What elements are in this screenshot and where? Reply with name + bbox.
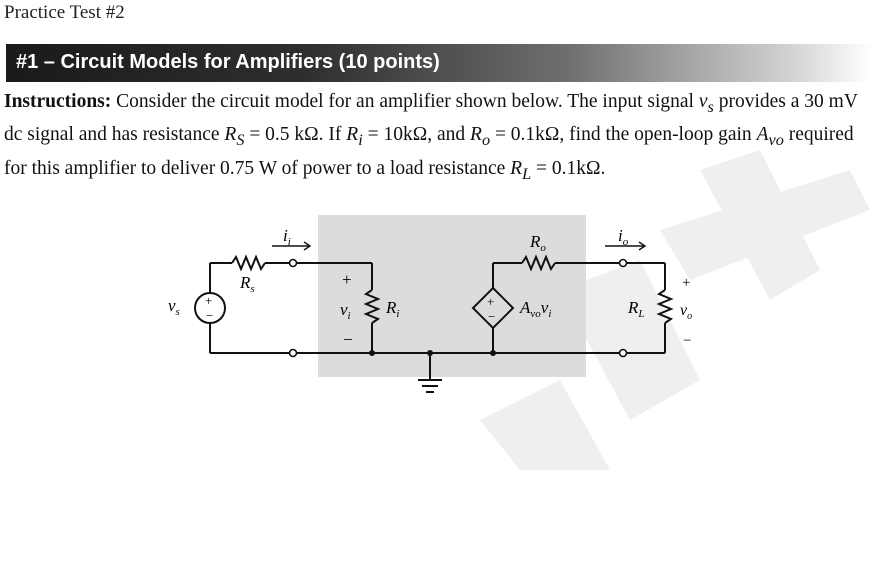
terminal-out-bottom (618, 348, 628, 358)
instructions-text: Consider the circuit model for an amplif… (111, 91, 699, 112)
amplifier-box (318, 215, 586, 377)
instructions-text: = 10kΩ, and (362, 124, 471, 146)
label-vi: vi (340, 300, 351, 322)
node-dot (490, 350, 496, 356)
instructions-lead: Instructions: (4, 91, 112, 112)
terminal-out-top (618, 258, 628, 268)
label-vo-plus: + (682, 275, 690, 291)
instructions-text: = 0.5 kΩ. If (244, 124, 347, 146)
label-vo-minus: − (683, 333, 691, 349)
voltage-source-vs (194, 292, 226, 324)
node-dot (369, 350, 375, 356)
label-RL: RL (627, 298, 645, 320)
math-Avo: Avo (756, 124, 784, 150)
math-RL: RL (510, 157, 532, 183)
amplifier-circuit-diagram: + − + − ii io Rs vs + vi − Ri Ro Avovi R… (168, 215, 692, 393)
label-ii: ii (283, 226, 291, 248)
instructions-text: provides a 30 mV dc signal and has resis… (4, 91, 858, 146)
dep-plus: + (487, 294, 494, 309)
label-vo: vo (680, 302, 692, 322)
instructions-text: = 0.1kΩ. (531, 157, 606, 179)
label-gain: Avovi (519, 298, 551, 320)
label-Ri: Ri (385, 298, 399, 320)
resistor-Ri (363, 289, 381, 324)
instructions-paragraph: Instructions: Consider the circuit model… (4, 88, 872, 188)
label-vi-plus: + (342, 270, 352, 289)
instructions-text: required for this amplifier to deliver 0… (4, 124, 854, 179)
math-vs: vs (698, 91, 714, 116)
math-Ro: Ro (470, 124, 491, 150)
dep-minus: − (488, 309, 495, 324)
resistor-RL (656, 289, 674, 324)
vs-plus: + (205, 293, 212, 308)
header-name-field (581, 0, 881, 8)
section-title: #1 – Circuit Models for Amplifiers (10 p… (16, 51, 440, 73)
terminal-in-top (288, 258, 298, 268)
label-vs: vs (168, 296, 180, 318)
node-dot (427, 350, 433, 356)
label-Rs: Rs (239, 273, 255, 295)
label-Ro: Ro (529, 232, 546, 254)
section-banner: #1 – Circuit Models for Amplifiers (10 p… (6, 44, 872, 82)
resistor-Ro (521, 254, 556, 272)
header-label: Practice Test #2 (4, 2, 125, 23)
label-vi-minus: − (343, 330, 353, 349)
math-Ri: Ri (346, 124, 363, 150)
resistor-Rs (231, 254, 266, 272)
instructions-text: = 0.1kΩ, find the open-loop gain (490, 124, 757, 146)
terminal-in-bottom (288, 348, 298, 358)
vs-minus: − (206, 308, 213, 323)
label-io: io (618, 226, 629, 248)
math-Rs: RS (224, 124, 245, 150)
